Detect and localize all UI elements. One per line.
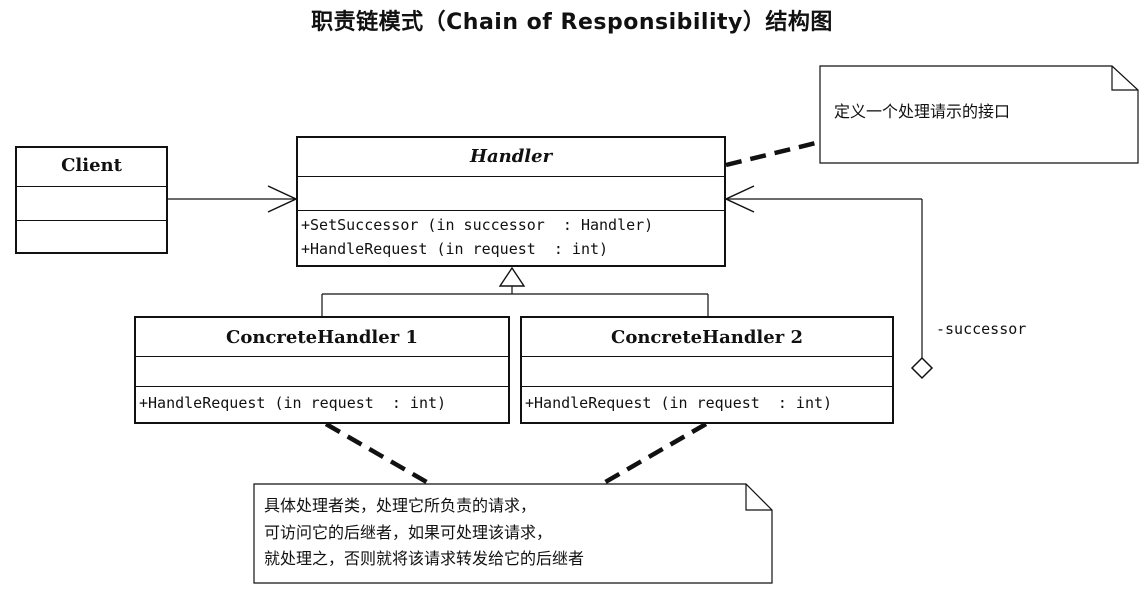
handler-attributes — [298, 176, 724, 210]
concrete-handler-2-attributes — [522, 356, 892, 386]
concrete-note-shape — [253, 483, 773, 584]
client-attributes — [17, 186, 166, 220]
concrete-handler-2-op-handlerequest: +HandleRequest (in request : int) — [525, 394, 833, 412]
handler-note-shape — [819, 65, 1139, 164]
concrete-handler-1-name: ConcreteHandler 1 — [226, 327, 418, 348]
client-operations — [17, 220, 166, 252]
handler-op-setsuccessor: +SetSuccessor (in successor : Handler) — [301, 216, 654, 234]
handler-class: Handler +SetSuccessor (in successor : Ha… — [296, 136, 726, 267]
concrete-note-line-1: 具体处理者类，处理它所负责的请求， — [264, 496, 537, 515]
handler-note: 定义一个处理请示的接口 — [820, 66, 1138, 163]
concrete-handler-1-op-handlerequest: +HandleRequest (in request : int) — [139, 394, 447, 412]
handler-note-connector — [725, 139, 821, 168]
handler-class-name: Handler — [469, 146, 553, 167]
handler-note-fold — [1111, 66, 1138, 91]
concrete-note-line-3: 就处理之，否则就将该请求转发给它的后继者 — [264, 549, 585, 568]
successor-arrowhead — [724, 185, 755, 213]
handler-operations: +SetSuccessor (in successor : Handler) +… — [298, 210, 724, 261]
concrete-handler-1-attributes — [136, 356, 508, 386]
diagram-title: 职责链模式（Chain of Responsibility）结构图 — [311, 10, 833, 35]
concrete-note-fold — [745, 484, 772, 511]
concrete-note-connector-1 — [324, 422, 432, 486]
successor-label: -successor — [936, 320, 1027, 338]
generalization-triangle — [498, 266, 526, 287]
concrete-handler-2-name: ConcreteHandler 2 — [611, 327, 803, 348]
concrete-note: 具体处理者类，处理它所负责的请求， 可访问它的后继者，如果可处理该请求， 就处理… — [254, 484, 772, 583]
concrete-note-line-2: 可访问它的后继者，如果可处理该请求， — [264, 523, 553, 542]
concrete-handler-2-class: ConcreteHandler 2 +HandleRequest (in req… — [520, 316, 894, 424]
concrete-note-connector-2 — [600, 422, 708, 486]
client-class: Client — [15, 146, 168, 254]
concrete-handler-2-operations: +HandleRequest (in request : int) — [522, 386, 892, 415]
handler-note-text: 定义一个处理请示的接口 — [834, 102, 1011, 121]
handler-op-handlerequest: +HandleRequest (in request : int) — [301, 240, 609, 258]
client-class-name: Client — [61, 155, 122, 176]
aggregation-diamond — [910, 356, 934, 380]
concrete-handler-1-operations: +HandleRequest (in request : int) — [136, 386, 508, 415]
concrete-handler-1-class: ConcreteHandler 1 +HandleRequest (in req… — [134, 316, 510, 424]
